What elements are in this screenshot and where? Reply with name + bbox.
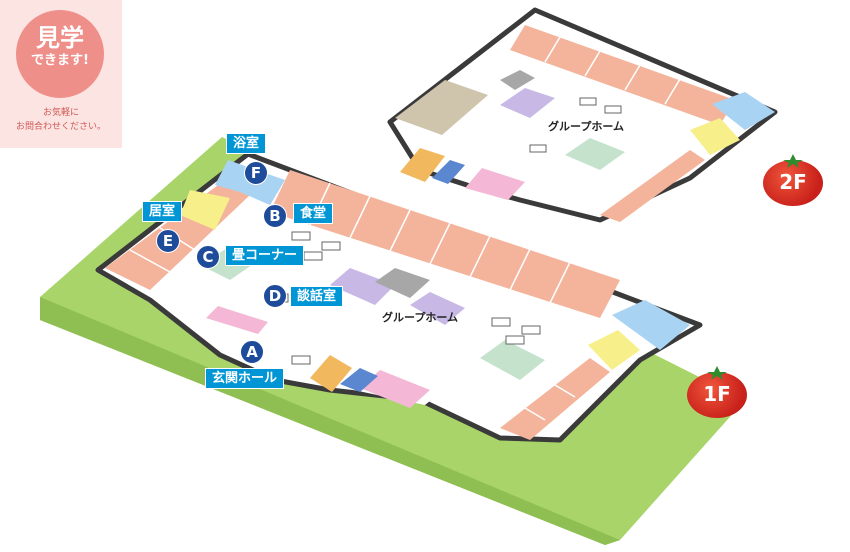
visit-circle: 見学 できます! [16,10,104,98]
point-c-label: 畳コーナー [225,245,305,266]
tomato-icon [763,160,823,206]
floor-tag-2f: 2F [763,154,823,206]
pink-room-south [360,370,430,408]
gray-room-1f [375,268,430,298]
toilet-area-west [180,190,230,230]
toilet-area-east [588,330,640,370]
point-f-label: 浴室 [226,133,267,154]
room-row-north [270,170,620,318]
point-a-label: 玄関ホール [205,368,285,389]
first-floor-plan: グループホーム [40,137,745,545]
blue-room-south [340,368,378,392]
visit-subtitle: できます! [31,53,89,68]
point-f-marker[interactable]: F [244,161,268,185]
gray-room-2f [500,70,535,90]
bath-area-2f [712,92,775,130]
first-floor-slab [95,151,703,443]
stairs-1f [310,355,352,392]
purple-room-1f-b [410,292,465,325]
stairs-2f [400,148,445,182]
mint-room-1f [480,340,545,380]
tomato-icon [687,372,747,418]
floor-tag-1f: 1F [687,366,747,418]
point-b-label: 食堂 [293,203,334,224]
point-e-label: 居室 [142,201,183,222]
purple-room-2f [500,88,555,118]
lawn-shade [40,297,620,545]
leaf-icon [783,154,803,168]
point-d-label: 談話室 [290,286,344,307]
visit-note-line1: お気軽に [42,108,79,118]
visit-note: お気軽に お問合わせください。 [0,106,122,134]
visit-title: 見学 [36,24,84,52]
toilet-area-2f [690,118,740,155]
first-floor-area-label: グループホーム [382,310,458,324]
floor-tag-2f-text: 2F [779,170,807,194]
second-floor-plan: グループホーム [387,7,778,223]
second-floor-area-label: グループホーム [548,119,624,133]
point-d-marker[interactable]: D [263,284,287,308]
room-row-north-2f [510,25,735,125]
point-e-marker[interactable]: E [156,229,180,253]
pink-room-2f [465,168,525,200]
visit-note-line2: お問合わせください。 [15,122,106,132]
purple-room-1f [330,268,395,305]
tan-room-2f [395,80,488,135]
leaf-icon [707,366,727,380]
room-row-south-east [500,358,610,440]
bath-area-east [612,300,690,350]
floor-tag-1f-text: 1F [703,382,731,406]
visit-badge: 見学 できます! お気軽に お問合わせください。 [0,0,122,148]
room-row-east-2f [600,150,705,222]
mint-room-2f [565,138,625,170]
blue-room-2f [432,160,465,184]
point-c-marker[interactable]: C [196,245,220,269]
pink-room-entrance [206,306,268,334]
point-a-marker[interactable]: A [240,340,264,364]
point-b-marker[interactable]: B [263,204,287,228]
